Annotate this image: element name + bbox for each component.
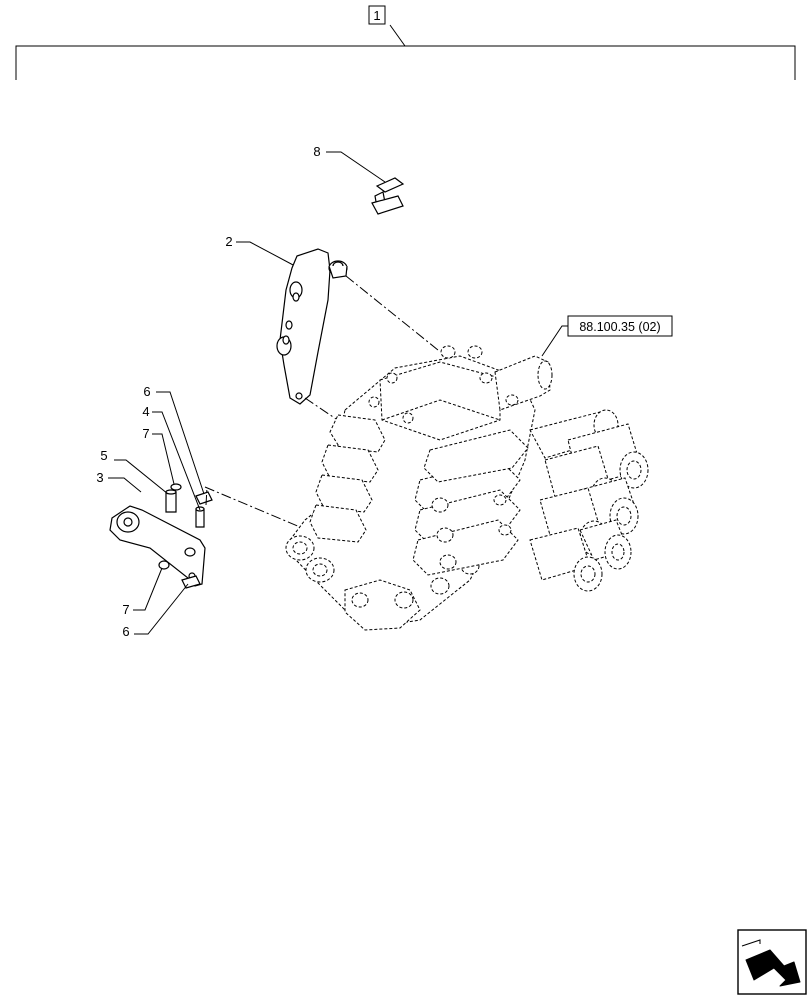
control-valve-phantom [285,345,649,631]
callout-6-bottom[interactable]: 6 [122,624,129,639]
reference-label-text[interactable]: 88.100.35 (02) [579,320,660,334]
alignment-line [204,486,301,528]
callout-5[interactable]: 5 [100,448,107,463]
callout-6-top[interactable]: 6 [143,384,150,399]
part-6-clip-top: 6 [143,384,213,505]
part-5-pin: 5 [100,448,177,513]
part-7-ring-bottom: 7 [122,560,170,617]
part-6-clip-bottom: 6 [122,575,201,639]
next-page-arrow-icon[interactable] [737,929,807,995]
callout-8[interactable]: 8 [313,144,320,159]
callout-7-top[interactable]: 7 [142,426,149,441]
callout-7-bottom[interactable]: 7 [122,602,129,617]
assembly-callout-box [368,5,386,25]
part-8-clip: 8 [313,144,405,215]
alignment-line-short [205,486,208,506]
part-2-bracket: 2 [225,234,439,426]
part-4-pin: 4 [142,404,205,528]
callout-2[interactable]: 2 [225,234,232,249]
reference-label: 88.100.35 (02) [541,315,673,357]
part-3-lever: 3 [96,470,206,587]
callout-4[interactable]: 4 [142,404,149,419]
callout-3[interactable]: 3 [96,470,103,485]
part-7-ring-top: 7 [142,426,182,491]
assembly-callout-number[interactable]: 1 [373,8,380,23]
assembly-bracket: 1 [15,5,796,80]
